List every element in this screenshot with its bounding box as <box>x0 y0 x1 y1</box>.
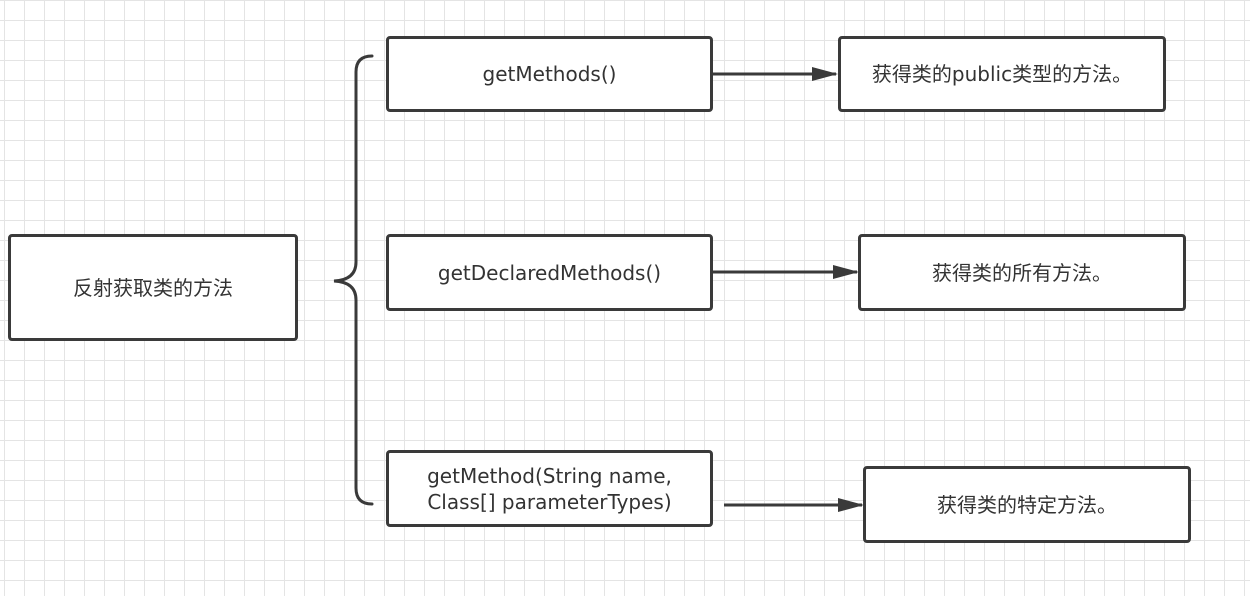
method-node-label: getDeclaredMethods() <box>437 260 662 285</box>
description-node-label: 获得类的特定方法。 <box>937 492 1117 517</box>
curly-brace <box>333 54 374 506</box>
description-node-label: 获得类的public类型的方法。 <box>871 62 1133 86</box>
method-node-label-group: getMethod(String name, Class[] parameter… <box>427 463 672 515</box>
method-node-label: getMethods() <box>482 62 617 86</box>
root-node[interactable]: 反射获取类的方法 <box>8 234 298 341</box>
method-node-getdeclaredmethods[interactable]: getDeclaredMethods() <box>386 234 713 311</box>
description-node-label: 获得类的所有方法。 <box>932 260 1112 285</box>
description-node-public-methods[interactable]: 获得类的public类型的方法。 <box>838 36 1166 112</box>
method-node-getmethods[interactable]: getMethods() <box>386 36 713 112</box>
root-node-label: 反射获取类的方法 <box>73 275 233 300</box>
method-node-label-line-1: getMethod(String name, <box>427 463 672 488</box>
description-node-specific-method[interactable]: 获得类的特定方法。 <box>863 466 1191 543</box>
method-node-label-line-2: Class[] parameterTypes) <box>427 489 672 514</box>
method-node-getmethod[interactable]: getMethod(String name, Class[] parameter… <box>386 450 713 527</box>
description-node-all-methods[interactable]: 获得类的所有方法。 <box>858 234 1186 311</box>
